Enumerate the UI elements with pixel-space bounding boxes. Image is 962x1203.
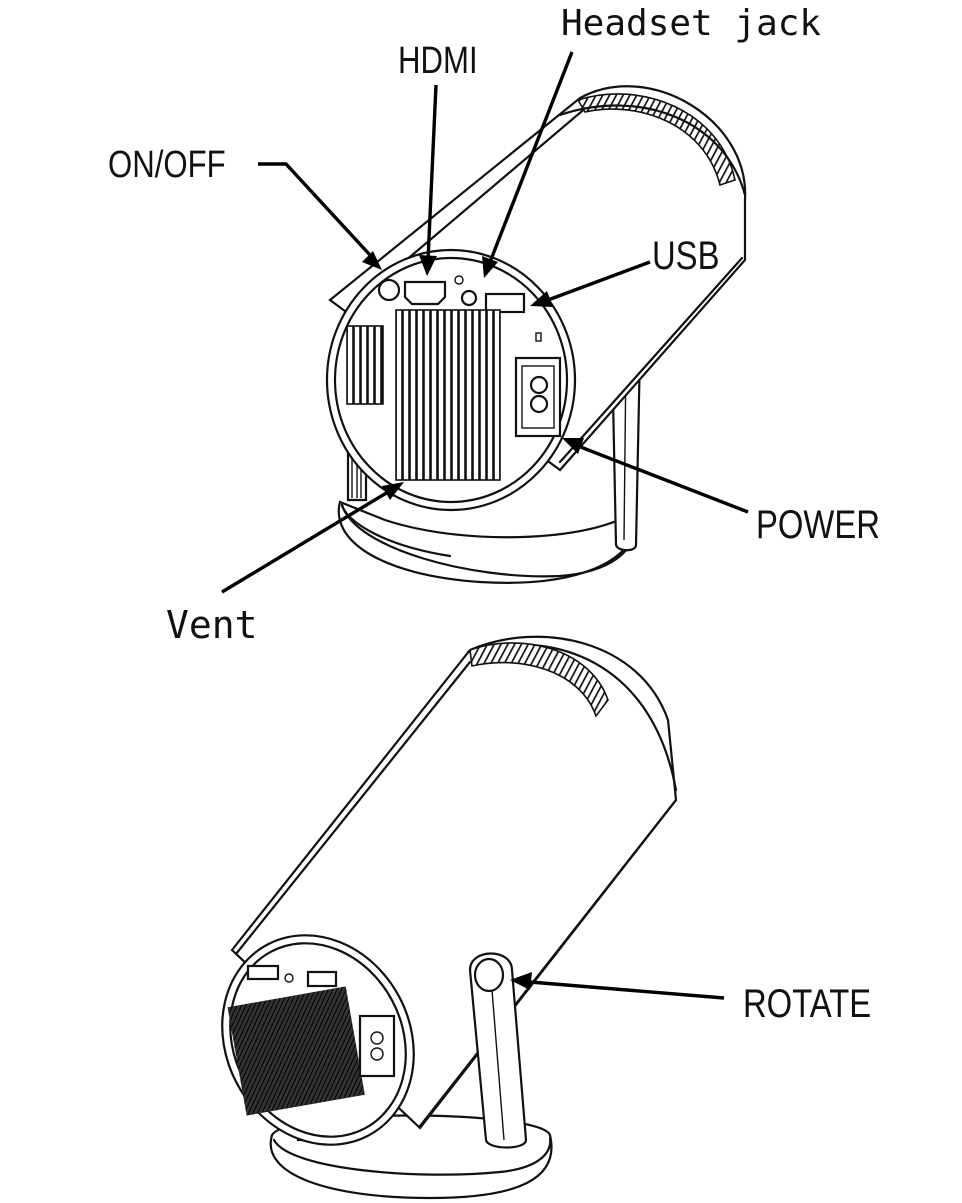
bottom-rotate-knob [473,957,505,993]
top-main-vent [395,309,501,481]
bottom-stand-right-arm [468,952,528,1149]
top-projector [325,85,747,584]
label-usb: USB [652,234,720,278]
label-power: POWER [756,503,880,547]
top-callout-arrows [221,51,749,594]
headset-jack-icon [460,289,478,307]
label-headset-jack: Headset jack [561,3,822,44]
top-side-vent [346,325,384,405]
power-button-icon [377,278,401,302]
label-on-off: ON/OFF [108,144,226,186]
usb-port-icon [484,292,526,314]
label-rotate: ROTATE [743,982,872,1026]
bottom-vent [227,986,365,1116]
top-stand-base [337,500,638,584]
hdmi-port-icon [403,280,447,306]
top-lens-grip [576,93,736,187]
label-vent: Vent [166,603,258,647]
bottom-projector [221,635,678,1200]
rotate-callout-arrow [510,972,725,1000]
label-hdmi: HDMI [398,40,478,82]
bottom-lens-grip [469,642,609,718]
